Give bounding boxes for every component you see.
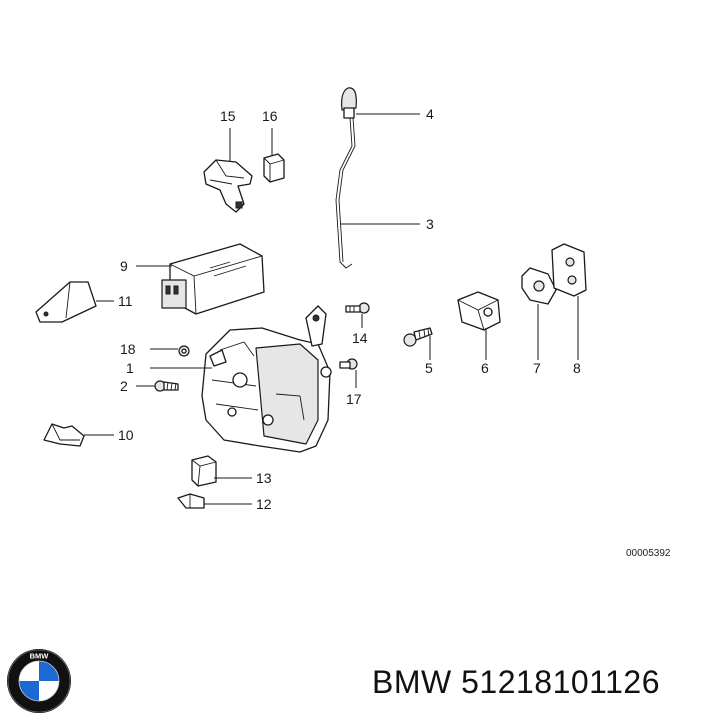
part-8-plate (551, 243, 587, 297)
callout-4: 4 (426, 106, 434, 122)
part-16-block (263, 153, 285, 183)
brand-part-number: BMW 51218101126 (372, 664, 660, 700)
part-17-screw (339, 358, 358, 370)
part-1-door-lock (201, 305, 332, 453)
diagram-code: 00005392 (626, 548, 671, 559)
callout-2: 2 (120, 378, 128, 394)
part-6-striker (457, 291, 501, 331)
callout-17: 17 (346, 391, 362, 407)
bmw-logo: BMW (7, 649, 71, 713)
callout-16: 16 (262, 108, 278, 124)
callout-1: 1 (126, 360, 134, 376)
part-15-latch-clip (203, 159, 253, 213)
part-9-module (161, 243, 265, 315)
part-12-clip (177, 493, 205, 509)
part-3-rod (335, 117, 356, 269)
part-11-wedge (35, 281, 97, 323)
part-18-nut (178, 345, 190, 357)
callout-18: 18 (120, 341, 136, 357)
callout-6: 6 (481, 360, 489, 376)
callout-7: 7 (533, 360, 541, 376)
part-7-plate (521, 267, 557, 305)
callout-14: 14 (352, 330, 368, 346)
part-2-screw (154, 380, 179, 392)
callout-13: 13 (256, 470, 272, 486)
callout-15: 15 (220, 108, 236, 124)
callout-12: 12 (256, 496, 272, 512)
part-13-block (191, 455, 217, 487)
callout-11: 11 (118, 293, 133, 309)
part-10-clip (43, 423, 85, 447)
callout-3: 3 (426, 216, 434, 232)
part-14-screw (345, 302, 370, 314)
callout-8: 8 (573, 360, 581, 376)
callout-10: 10 (118, 427, 134, 443)
callout-5: 5 (425, 360, 433, 376)
part-4-knob (341, 87, 357, 119)
part-5-bolt (403, 327, 433, 347)
svg-text:BMW: BMW (30, 652, 50, 661)
callout-9: 9 (120, 258, 128, 274)
